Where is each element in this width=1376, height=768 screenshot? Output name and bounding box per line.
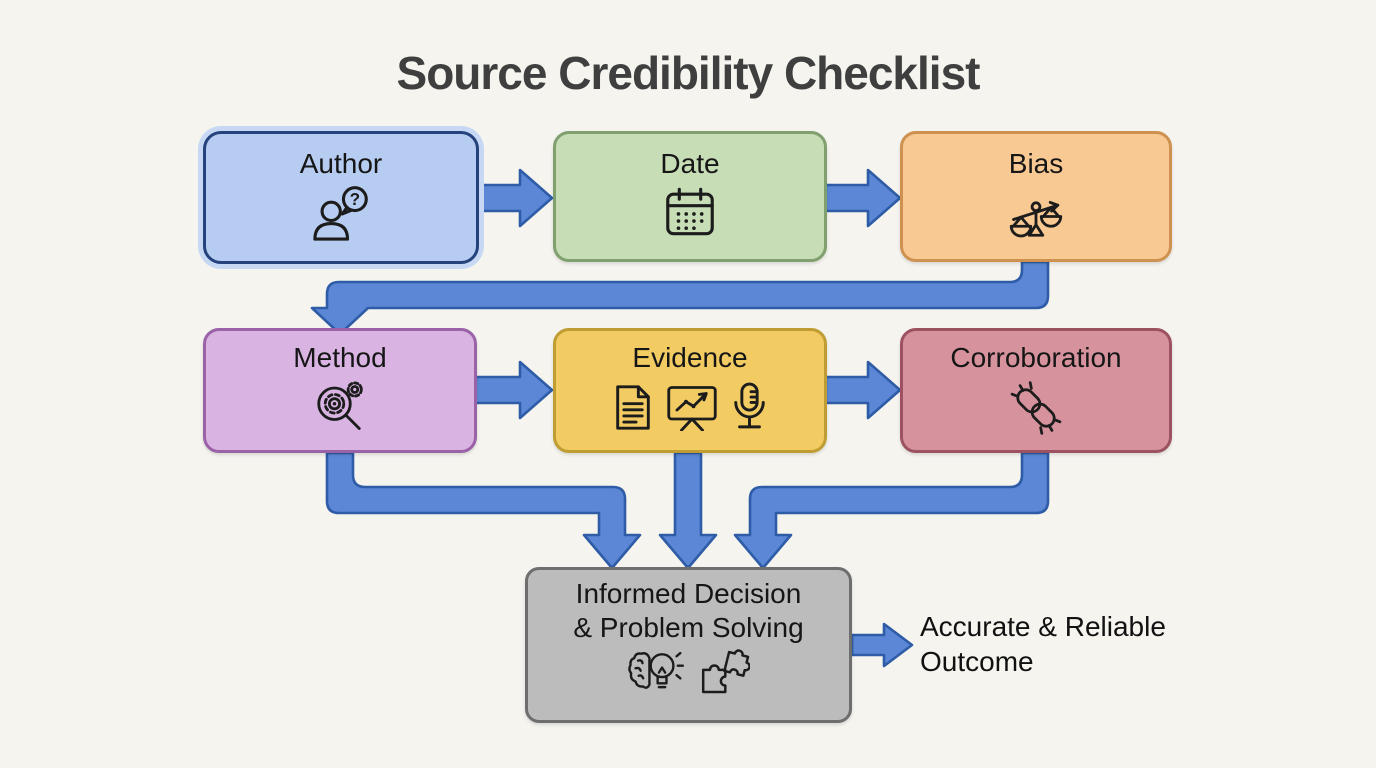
box-method: Method <box>203 328 477 453</box>
box-corroboration: Corroboration <box>900 328 1172 453</box>
document-icon <box>613 383 653 437</box>
arrow-decision-to-outcome <box>850 622 914 668</box>
box-label-decision-line2: & Problem Solving <box>573 612 804 644</box>
person-question-icon: ? <box>310 185 372 246</box>
diagram-title: Source Credibility Checklist <box>396 47 981 99</box>
outcome-text: Accurate & Reliable Outcome <box>920 610 1166 679</box>
arrow-method-to-evidence <box>472 360 554 420</box>
box-label-corroboration: Corroboration <box>950 342 1122 373</box>
box-label-bias: Bias <box>1008 148 1064 179</box>
chain-link-icon <box>1007 379 1065 442</box>
outcome-line1: Accurate & Reliable <box>920 611 1166 642</box>
box-author: Author ? <box>203 131 479 264</box>
box-label-date: Date <box>660 148 720 179</box>
arrow-method-to-decision-elbow <box>325 451 642 570</box>
balance-scale-icon <box>1006 185 1066 247</box>
box-label-method: Method <box>293 342 387 373</box>
outcome-line2: Outcome <box>920 645 1034 677</box>
arrow-date-to-bias <box>822 168 902 228</box>
calendar-icon <box>662 185 718 243</box>
arrow-evidence-to-corroboration <box>822 360 902 420</box>
arrow-bias-to-method-elbow <box>310 260 1050 336</box>
box-bias: Bias <box>900 131 1172 262</box>
microphone-icon <box>731 381 768 438</box>
box-evidence: Evidence <box>553 328 827 453</box>
arrow-corroboration-to-decision-elbow <box>733 451 1050 570</box>
box-label-decision-line1: Informed Decision <box>575 578 802 609</box>
svg-text:?: ? <box>350 189 360 209</box>
puzzle-icon <box>698 649 751 701</box>
arrow-author-to-date <box>474 168 554 228</box>
brain-bulb-icon <box>627 648 686 701</box>
chart-board-icon <box>665 383 719 436</box>
magnifier-gear-icon <box>312 379 369 441</box>
box-date: Date <box>553 131 827 262</box>
arrow-evidence-to-decision <box>658 451 718 570</box>
box-label-author: Author <box>299 148 383 179</box>
box-label-evidence: Evidence <box>632 342 748 373</box>
box-decision: Informed Decision & Problem Solving <box>525 567 852 723</box>
